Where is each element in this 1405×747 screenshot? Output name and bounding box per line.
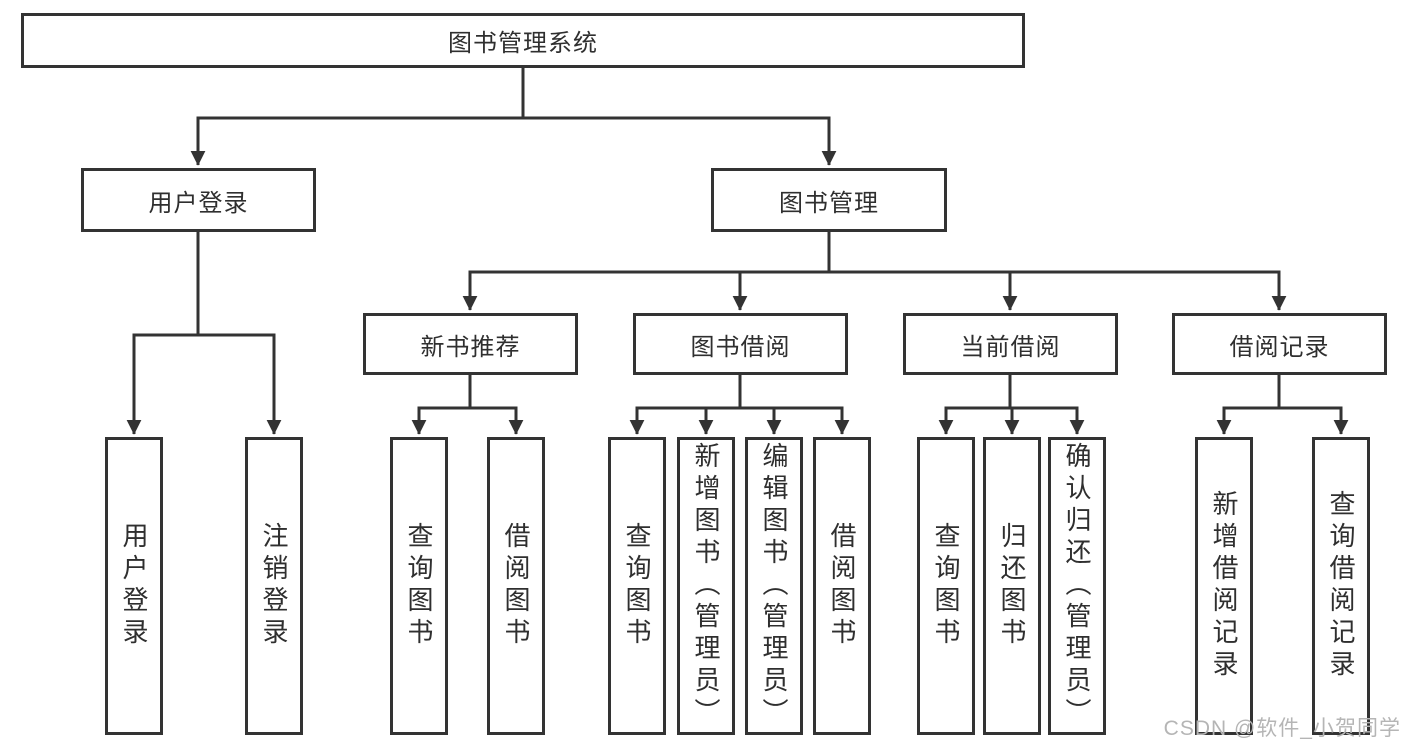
leaf-user-login-label: 用户登录	[119, 522, 149, 650]
leaf-borrowing-edit-books: 编辑图书（管理员）	[745, 437, 803, 735]
leaf-borrowing-add-books: 新增图书（管理员）	[677, 437, 735, 735]
node-current-borrowing-label: 当前借阅	[960, 333, 1061, 361]
node-book-borrowing-label: 图书借阅	[690, 333, 791, 361]
node-book-management-label: 图书管理	[779, 189, 879, 217]
leaf-recommend-borrow-books-label: 借阅图书	[501, 522, 531, 650]
node-user-login-label: 用户登录	[148, 189, 249, 217]
leaf-records-query-record: 查询借阅记录	[1312, 437, 1370, 735]
node-new-book-recommend: 新书推荐	[363, 313, 578, 375]
node-new-book-recommend-label: 新书推荐	[420, 333, 521, 361]
leaf-records-add-record: 新增借阅记录	[1195, 437, 1253, 735]
node-book-management: 图书管理	[711, 168, 947, 232]
leaf-recommend-query-books-label: 查询图书	[404, 522, 434, 650]
leaf-records-query-record-label: 查询借阅记录	[1326, 490, 1356, 682]
leaf-borrowing-borrow-books: 借阅图书	[813, 437, 871, 735]
leaf-logout-label: 注销登录	[259, 522, 289, 650]
connector-group	[126, 68, 1349, 435]
leaf-borrowing-add-books-label: 新增图书（管理员）	[691, 442, 721, 730]
leaf-current-query-books: 查询图书	[917, 437, 975, 735]
leaf-user-login: 用户登录	[105, 437, 163, 735]
leaf-recommend-borrow-books: 借阅图书	[487, 437, 545, 735]
leaf-borrowing-borrow-books-label: 借阅图书	[827, 522, 857, 650]
leaf-borrowing-query-books: 查询图书	[608, 437, 666, 735]
node-root: 图书管理系统	[21, 13, 1025, 68]
leaf-recommend-query-books: 查询图书	[390, 437, 448, 735]
leaf-current-confirm-return: 确认归还（管理员）	[1048, 437, 1106, 735]
node-borrowing-records-label: 借阅记录	[1229, 333, 1330, 361]
leaf-records-add-record-label: 新增借阅记录	[1209, 490, 1239, 682]
csdn-watermark: CSDN @软件_小贺同学	[1163, 717, 1401, 740]
node-book-borrowing: 图书借阅	[633, 313, 848, 375]
node-current-borrowing: 当前借阅	[903, 313, 1118, 375]
leaf-logout: 注销登录	[245, 437, 303, 735]
leaf-current-return-books-label: 归还图书	[997, 522, 1027, 650]
leaf-current-query-books-label: 查询图书	[931, 522, 961, 650]
node-root-label: 图书管理系统	[448, 30, 598, 57]
node-user-login: 用户登录	[81, 168, 316, 232]
node-borrowing-records: 借阅记录	[1172, 313, 1387, 375]
leaf-current-confirm-return-label: 确认归还（管理员）	[1062, 442, 1092, 730]
leaf-borrowing-edit-books-label: 编辑图书（管理员）	[759, 442, 789, 730]
leaf-borrowing-query-books-label: 查询图书	[622, 522, 652, 650]
leaf-current-return-books: 归还图书	[983, 437, 1041, 735]
